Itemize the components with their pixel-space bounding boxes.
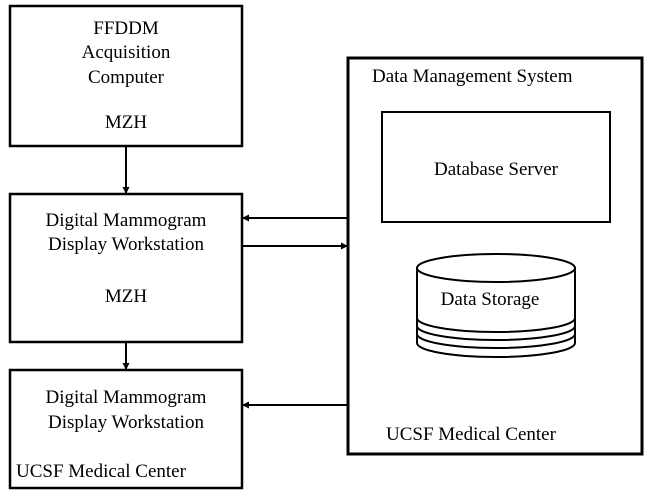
acquisition-line-2: Acquisition bbox=[82, 42, 171, 63]
acquisition-line-1: FFDDM bbox=[93, 18, 159, 39]
workstation-ucsf-box: Digital Mammogram Display Workstation UC… bbox=[8, 368, 244, 490]
data-storage-cylinder: Data Storage bbox=[416, 253, 576, 358]
workstation-mzh-box: Digital Mammogram Display Workstation MZ… bbox=[8, 192, 244, 344]
cylinder-disk-line-3 bbox=[416, 333, 576, 349]
workstation-ucsf-site-label: UCSF Medical Center bbox=[16, 461, 187, 482]
acquisition-site-label: MZH bbox=[105, 112, 148, 133]
data-management-system-box: Data Management System Database Server D… bbox=[346, 56, 644, 456]
data-management-title: Data Management System bbox=[372, 66, 573, 87]
data-storage-label: Data Storage bbox=[441, 289, 540, 310]
workstation-mzh-line-2: Display Workstation bbox=[48, 234, 204, 255]
storage-label-backdrop bbox=[423, 284, 557, 312]
workstation-ucsf-line-2: Display Workstation bbox=[48, 412, 204, 433]
database-server-label: Database Server bbox=[434, 159, 559, 180]
data-management-border bbox=[346, 56, 644, 456]
acquisition-line-3: Computer bbox=[88, 67, 165, 88]
workstation-mzh-site-label: MZH bbox=[105, 286, 148, 307]
cylinder-top bbox=[416, 253, 576, 283]
workstation-mzh-line-1: Digital Mammogram bbox=[46, 210, 207, 231]
data-management-site-label: UCSF Medical Center bbox=[386, 424, 557, 445]
cylinder-disk-line-2 bbox=[416, 325, 576, 341]
database-server-box bbox=[381, 111, 611, 223]
cylinder-disk-line-1 bbox=[416, 317, 576, 333]
workstation-ucsf-line-1: Digital Mammogram bbox=[46, 387, 207, 408]
acquisition-computer-box: FFDDM Acquisition Computer MZH bbox=[8, 4, 244, 148]
